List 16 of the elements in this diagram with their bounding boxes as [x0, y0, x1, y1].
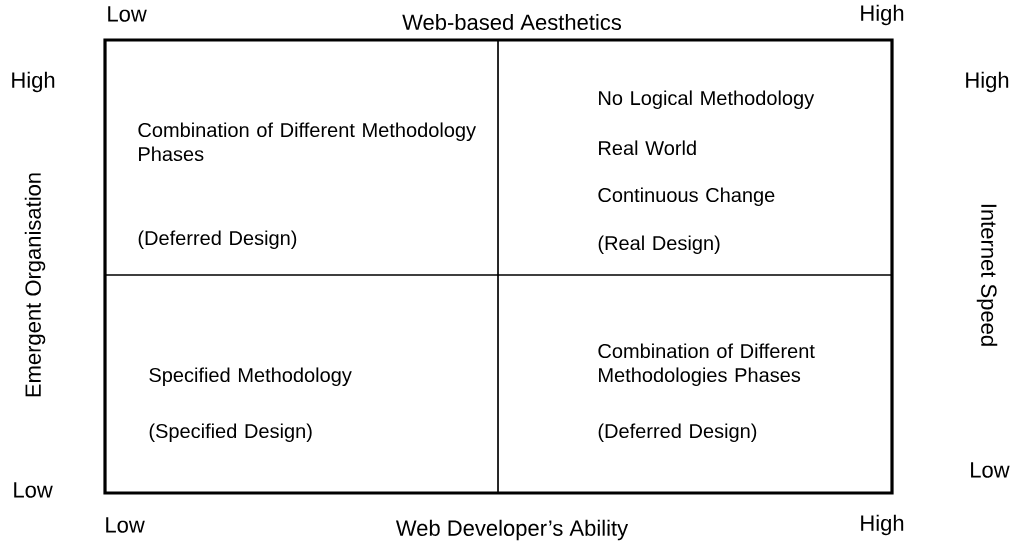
axis-end-label: Low: [14, 482, 53, 498]
axis-end-label: Low: [971, 462, 1010, 478]
axis-end-label: High: [12, 71, 55, 93]
quadrant-cell: Specified Methodology (Specified Design): [104, 274, 499, 494]
axis-title: Web Developer’s Ability: [395, 519, 629, 541]
axis-title: Web-based Aesthetics: [402, 13, 621, 31]
axis-title: Internet Speed: [976, 204, 998, 346]
axis-end-label: High: [861, 4, 904, 26]
axis-title: Emergent Organisation: [24, 173, 46, 397]
quadrant-cell: Combination of Different Methodologies Phases (Deferred Design): [497, 274, 893, 494]
axis-end-label: High: [861, 514, 904, 536]
axis-end-label: Low: [106, 517, 145, 533]
node-label: (Deferred Design): [138, 230, 297, 250]
quadrant-cell: No Logical Methodology Real World Continuous Change (Real Design): [497, 39, 893, 276]
node-label: Combination of Different Methodology Phases: [138, 122, 477, 162]
axis-end-label: High: [966, 71, 1009, 93]
